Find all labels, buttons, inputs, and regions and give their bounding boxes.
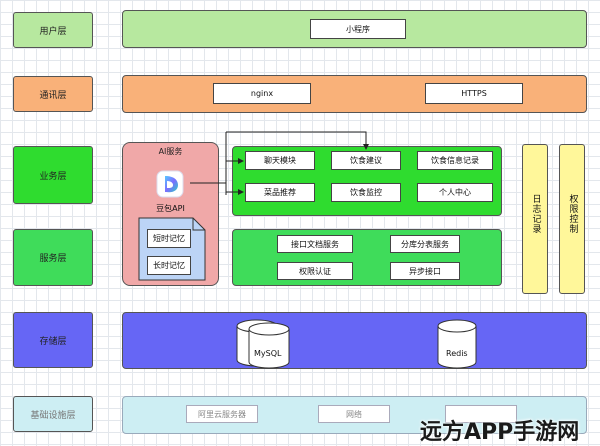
https-node: HTTPS [425,83,523,104]
redis-cylinder [437,319,477,369]
infra-network: 网络 [318,405,390,423]
mysql-cylinder-front [248,322,290,369]
service-api-docs: 接口文档服务 [277,235,353,253]
layer-label-comm: 通讯层 [13,76,93,112]
business-module-diet-advice: 饮食建议 [331,151,401,170]
log-panel [522,144,548,294]
infra-aliyun-server: 阿里云服务器 [186,405,258,423]
infra-third-node [445,405,517,423]
log-panel-text: 日志记录 [530,194,541,234]
doubao-logo-icon [156,170,184,198]
watermark-text: 远方APP手游网 [420,420,580,445]
service-auth: 权限认证 [277,262,353,280]
permission-panel-label: 权限控制 [559,194,585,234]
layer-label-business: 业务层 [13,146,93,204]
service-sharding: 分库分表服务 [390,235,460,253]
storage-layer-band [122,312,587,369]
layer-label-user: 用户层 [13,12,93,48]
ai-service-title: AI服务 [158,147,183,156]
mysql-label: MySQL [254,349,282,358]
miniprogram-node: 小程序 [310,19,406,39]
layer-label-storage: 存储层 [13,312,93,368]
business-module-recommend: 菜品推荐 [245,183,315,202]
layer-label-service: 服务层 [13,229,93,286]
business-module-chat: 聊天模块 [245,151,315,170]
layer-label-infra: 基础设施层 [13,396,93,432]
short-term-memory-node: 短时记忆 [147,229,191,248]
permission-panel [559,144,585,294]
business-module-profile: 个人中心 [417,183,493,202]
doubao-api-label: 豆包API [156,204,185,213]
permission-panel-text: 权限控制 [567,194,578,234]
redis-label: Redis [446,349,468,358]
long-term-memory-node: 长时记忆 [147,256,191,275]
business-module-diet-monitor: 饮食监控 [331,183,401,202]
log-panel-label: 日志记录 [522,194,548,234]
service-async-api: 异步接口 [390,262,460,280]
business-module-diet-record: 饮食信息记录 [417,151,493,170]
nginx-node: nginx [213,83,311,104]
